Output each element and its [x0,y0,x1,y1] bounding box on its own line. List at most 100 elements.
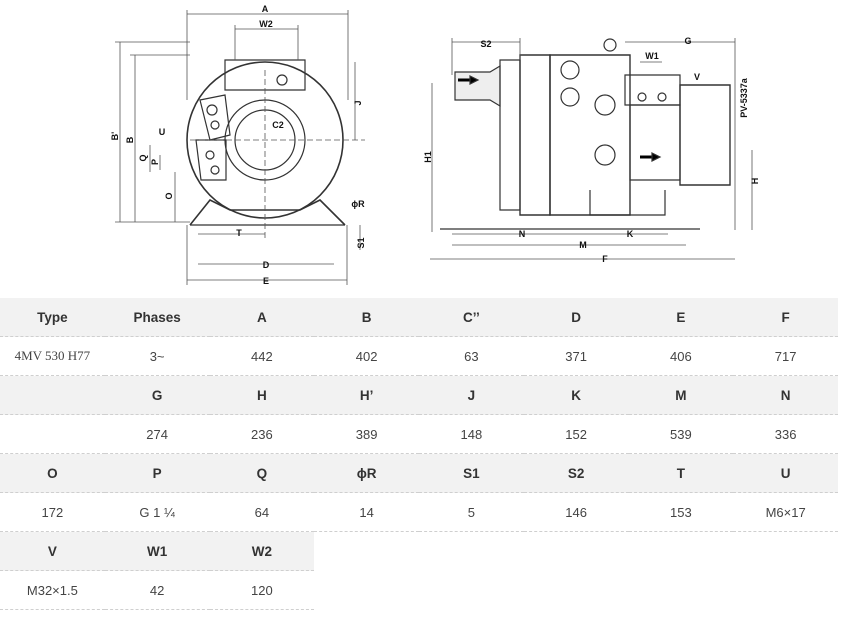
dim-label-K: K [627,229,634,239]
table-cell: 402 [314,336,419,376]
table-header-cell: Phases [104,298,210,337]
dim-label-S1: S1 [356,237,366,248]
table-header-cell: P [104,453,210,493]
dim-label-J: J [353,100,363,105]
table-header-cell: D [523,298,629,337]
empty-cell [419,570,524,610]
dim-label-H1: H1 [423,151,433,163]
empty-cell [314,570,419,610]
dim-label-W2: W2 [259,19,273,29]
table-header-cell: G [104,375,210,415]
dim-label-U: U [159,127,166,137]
empty-cell [733,570,838,610]
empty-cell [314,531,419,571]
table-header-cell: W1 [104,531,210,571]
table-cell: 274 [104,414,210,454]
empty-cell [523,570,629,610]
table-header-cell: F [733,298,838,337]
dim-label-C2: C2 [272,120,284,130]
table-cell: 64 [209,492,315,532]
dim-label-F: F [602,254,608,264]
side-view [440,38,731,230]
dim-label-D: D [263,260,270,270]
table-cell: 442 [209,336,315,376]
empty-cell [733,531,838,571]
table-header-cell: ϕR [314,453,419,493]
dim-label-H: H [750,178,760,185]
table-cell: 152 [523,414,629,454]
table-header-cell: E [628,298,734,337]
table-header-cell [0,375,105,415]
table-header-cell: Q [209,453,315,493]
table-cell: 371 [523,336,629,376]
dim-label-A: A [262,4,269,14]
dim-label-B: B [125,136,135,143]
table-cell: 236 [209,414,315,454]
table-cell: 14 [314,492,419,532]
empty-cell [523,531,629,571]
table-header-cell: N [733,375,838,415]
dim-label-G: G [684,36,691,46]
dim-label-O: O [164,192,174,199]
dim-label-S2: S2 [480,39,491,49]
dim-label-E: E [263,276,269,286]
table-header-cell: W2 [209,531,315,571]
table-header-cell: Type [0,298,105,337]
front-view [186,59,346,226]
dim-label-V: V [694,72,700,82]
empty-cell [419,531,524,571]
table-cell: 146 [523,492,629,532]
table-header-cell: B [314,298,419,337]
table-header-cell: J [419,375,524,415]
table-cell: 42 [104,570,210,610]
table-cell: 120 [209,570,315,610]
dim-label-T: T [236,228,242,238]
empty-cell [628,531,734,571]
table-header-cell: H’ [314,375,419,415]
table-header-cell: U [733,453,838,493]
table-header-cell: H [209,375,315,415]
table-header-cell: V [0,531,105,571]
dim-label-P: P [150,159,160,165]
dim-label-B-prime: B' [110,132,120,141]
table-cell: 3~ [104,336,210,376]
table-header-cell: K [523,375,629,415]
table-cell: 172 [0,492,105,532]
table-cell: 63 [419,336,524,376]
drawing-svg: A W2 B' B U Q P C2 J O T D E ϕR S1 S2 W1… [110,4,760,286]
table-cell: 406 [628,336,734,376]
dim-label-W1: W1 [645,51,659,61]
dim-label-Q: Q [138,154,148,161]
table-cell [0,414,105,454]
table-cell: G 1 ¼ [104,492,210,532]
dim-label-N: N [519,229,526,239]
table-cell: M6×17 [733,492,838,532]
table-cell: 389 [314,414,419,454]
table-header-cell: S1 [419,453,524,493]
dim-label-phiR: ϕR [351,199,365,209]
table-header-cell: S2 [523,453,629,493]
table-cell: 5 [419,492,524,532]
table-cell: 153 [628,492,734,532]
dim-label-M: M [579,240,587,250]
table-cell: 717 [733,336,838,376]
table-header-cell: C’’ [419,298,524,337]
technical-drawing: A W2 B' B U Q P C2 J O T D E ϕR S1 S2 W1… [0,0,847,292]
table-header-cell: M [628,375,734,415]
table-cell: 539 [628,414,734,454]
table-header-cell: A [209,298,315,337]
table-cell: 148 [419,414,524,454]
table-cell: 4MV 530 H77 [0,336,105,376]
table-header-cell: O [0,453,105,493]
table-cell: M32×1.5 [0,570,105,610]
table-header-cell: T [628,453,734,493]
